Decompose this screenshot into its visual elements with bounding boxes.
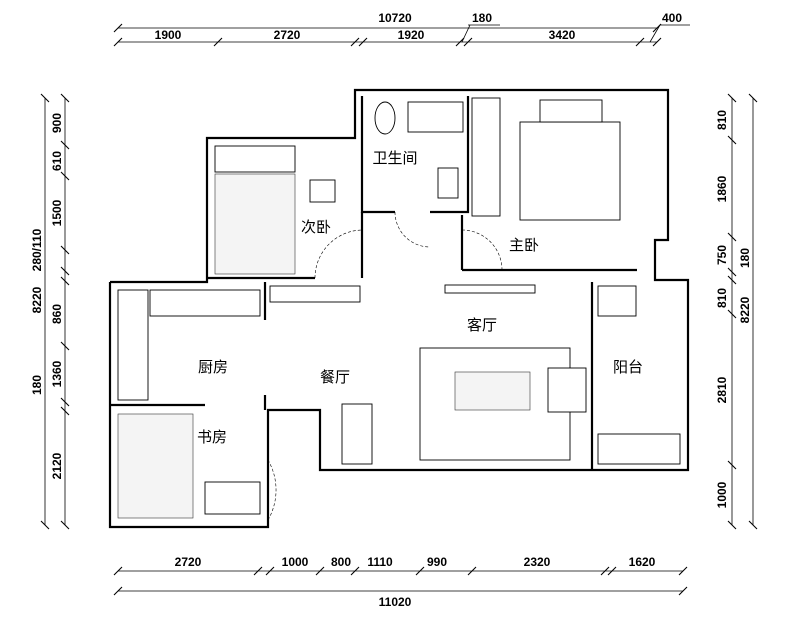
room-label-study: 书房	[197, 428, 227, 446]
left-dimensions: 8220 280/110 180 900 610 1500 860 1360 2…	[30, 93, 70, 530]
balcony-cabinet	[597, 433, 681, 465]
top-dimension: 1920	[398, 28, 425, 42]
right-callout-dimension: 180	[738, 248, 752, 268]
desk	[204, 481, 261, 515]
bottom-dimension: 800	[331, 555, 351, 569]
right-dimension: 2810	[715, 376, 729, 403]
left-dimension: 1360	[50, 360, 64, 387]
walls	[108, 88, 690, 529]
room-label-living-room: 客厅	[467, 316, 497, 334]
dining-table	[341, 403, 373, 465]
wardrobe-master	[471, 97, 501, 217]
kitchen-counter	[149, 289, 261, 317]
bottom-dimension: 990	[427, 555, 447, 569]
top-dimension: 3420	[549, 28, 576, 42]
left-dimension: 610	[50, 151, 64, 171]
left-dimension: 900	[50, 113, 64, 133]
right-dimensions: 810 1860 750 810 2810 1000 180 8220	[715, 93, 758, 530]
bottom-dimension: 1110	[367, 555, 393, 569]
top-callout-dimension: 180	[472, 11, 492, 25]
room-label-bathroom: 卫生间	[372, 149, 417, 167]
bottom-dimension: 1000	[282, 555, 309, 569]
sofa-area	[419, 347, 571, 461]
left-total-dimension: 8220	[30, 286, 44, 313]
room-labels: 卫生间 次卧 主卧 客厅 厨房 餐厅 阳台 书房	[197, 149, 643, 446]
bottom-dimension: 2720	[175, 555, 202, 569]
counter	[269, 285, 361, 303]
top-dimension: 1900	[155, 28, 182, 42]
right-dimension: 1000	[715, 481, 729, 508]
bed-second-bedroom	[214, 173, 296, 275]
room-label-balcony: 阳台	[613, 358, 643, 376]
right-dimension: 810	[715, 110, 729, 130]
room-label-second-bedroom: 次卧	[301, 218, 331, 236]
bed-master	[519, 121, 621, 221]
right-dimension: 810	[715, 288, 729, 308]
left-callout-dimension: 280/110	[30, 228, 44, 271]
tv-cabinet	[444, 284, 536, 294]
kitchen-counter-side	[117, 289, 149, 401]
doors	[267, 211, 503, 521]
chair	[309, 179, 336, 203]
top-total-dimension: 10720	[378, 11, 412, 25]
room-label-kitchen: 厨房	[198, 358, 228, 376]
bed-study	[117, 413, 194, 519]
top-callout-dimension: 400	[662, 11, 682, 25]
bottom-dimensions: 2720 1000 800 1110 990 2320 1620 11020	[113, 555, 688, 609]
right-total-dimension: 8220	[738, 296, 752, 323]
left-dimension: 2120	[50, 452, 64, 479]
headboard	[539, 99, 603, 123]
shower	[407, 101, 464, 133]
room-label-dining-room: 餐厅	[320, 368, 350, 386]
top-dimension: 2720	[274, 28, 301, 42]
right-dimension: 750	[715, 245, 729, 265]
bottom-total-dimension: 11020	[379, 595, 412, 609]
left-callout-dimension: 180	[30, 375, 44, 395]
wardrobe	[214, 145, 296, 173]
right-dimension: 1860	[715, 175, 729, 202]
bottom-dimension: 1620	[629, 555, 656, 569]
left-dimension: 1500	[50, 199, 64, 226]
toilet-icon	[374, 101, 396, 135]
left-dimension: 860	[50, 304, 64, 324]
furniture	[117, 97, 681, 519]
armchair	[547, 367, 587, 413]
room-label-master-bedroom: 主卧	[509, 236, 539, 254]
coffee-table	[454, 371, 531, 411]
washing-machine	[597, 285, 637, 317]
sink	[437, 167, 459, 199]
top-dimensions: 10720 1900 2720 1920 3420 180 400	[113, 11, 690, 47]
bottom-dimension: 2320	[524, 555, 551, 569]
